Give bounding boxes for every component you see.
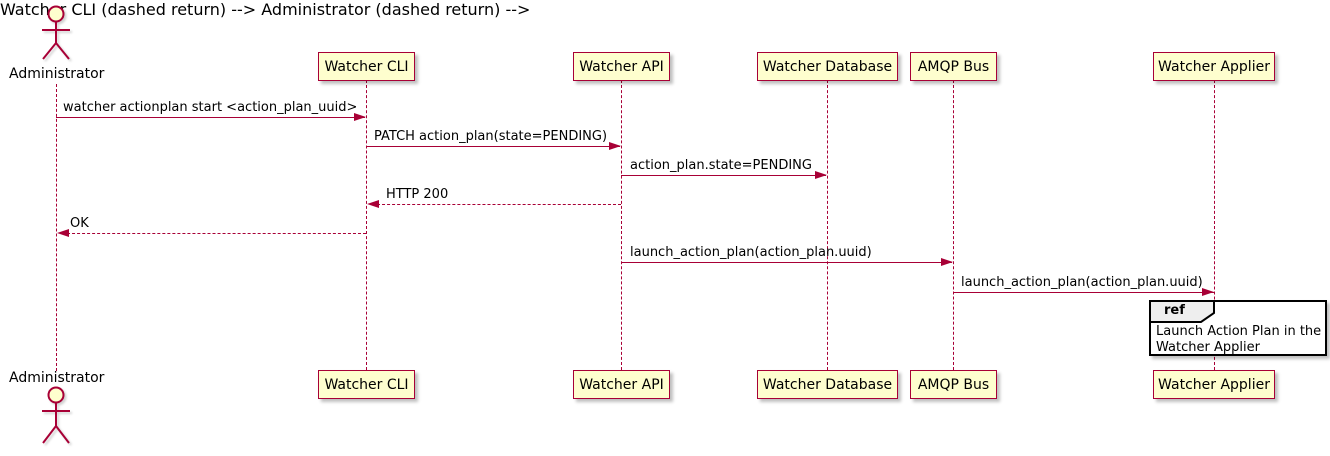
participant-watcher-database-bottom: Watcher Database [757,370,898,399]
message-7-line [953,292,1214,293]
message-3-label: action_plan.state=PENDING [630,158,812,173]
lifeline-watcher-api [621,80,622,370]
message-4-arrowhead [367,199,379,208]
message-7-arrowhead [1202,287,1214,296]
message-4-label: HTTP 200 [386,187,449,202]
participant-label: Watcher API [579,376,664,393]
lifeline-administrator [55,84,57,371]
participant-watcher-applier-bottom: Watcher Applier [1153,370,1275,399]
participant-watcher-database-top: Watcher Database [757,52,898,81]
message-6-line [621,262,952,263]
message-2-line [366,146,620,147]
lifeline-watcher-applier [1214,80,1215,370]
actor-label-top: Administrator [9,66,105,82]
participant-watcher-applier-top: Watcher Applier [1153,52,1275,81]
participant-label: AMQP Bus [917,58,990,75]
message-3-line [621,175,826,176]
participant-watcher-cli-top: Watcher CLI [318,52,415,81]
message-6-label: launch_action_plan(action_plan.uuid) [630,245,872,260]
participant-label: AMQP Bus [917,376,990,393]
message-2-arrowhead [609,141,621,150]
message-5-arrowhead [57,228,69,237]
actor-figure-top [42,5,70,60]
message-5-label: OK [70,216,89,231]
participant-label: Watcher Database [762,58,893,75]
lifeline-watcher-database [827,80,828,370]
participant-watcher-api-top: Watcher API [573,52,670,81]
participant-label: Watcher Applier [1158,58,1270,75]
message-7-label: launch_action_plan(action_plan.uuid) [961,275,1203,290]
participant-amqp-bus-bottom: AMQP Bus [910,370,997,399]
actor-figure-bottom [42,386,70,444]
participant-label: Watcher CLI [324,376,409,393]
ref-header-shape [1149,300,1215,323]
participant-amqp-bus-top: AMQP Bus [910,52,997,81]
message-6-arrowhead [941,257,953,266]
message-4-line [372,204,621,205]
lifeline-watcher-cli [366,80,367,370]
message-1-label: watcher actionplan start <action_plan_uu… [63,100,358,115]
participant-watcher-cli-bottom: Watcher CLI [318,370,415,399]
participant-label: Watcher Applier [1158,376,1270,393]
actor-label-bottom: Administrator [9,370,105,386]
message-2-label: PATCH action_plan(state=PENDING) [374,129,608,144]
message-1-line [56,117,365,118]
message-1-arrowhead [354,112,366,121]
participant-label: Watcher Database [762,376,893,393]
ref-fragment: ref Launch Action Plan in the Watcher Ap… [1149,300,1327,356]
participant-label: Watcher CLI [324,58,409,75]
message-5-line [62,233,366,234]
participant-label: Watcher API [579,58,664,75]
lifeline-amqp-bus [953,80,954,370]
ref-keyword: ref [1164,303,1185,318]
ref-text: Launch Action Plan in the Watcher Applie… [1156,324,1322,355]
message-3-arrowhead [815,170,827,179]
participant-watcher-api-bottom: Watcher API [573,370,670,399]
